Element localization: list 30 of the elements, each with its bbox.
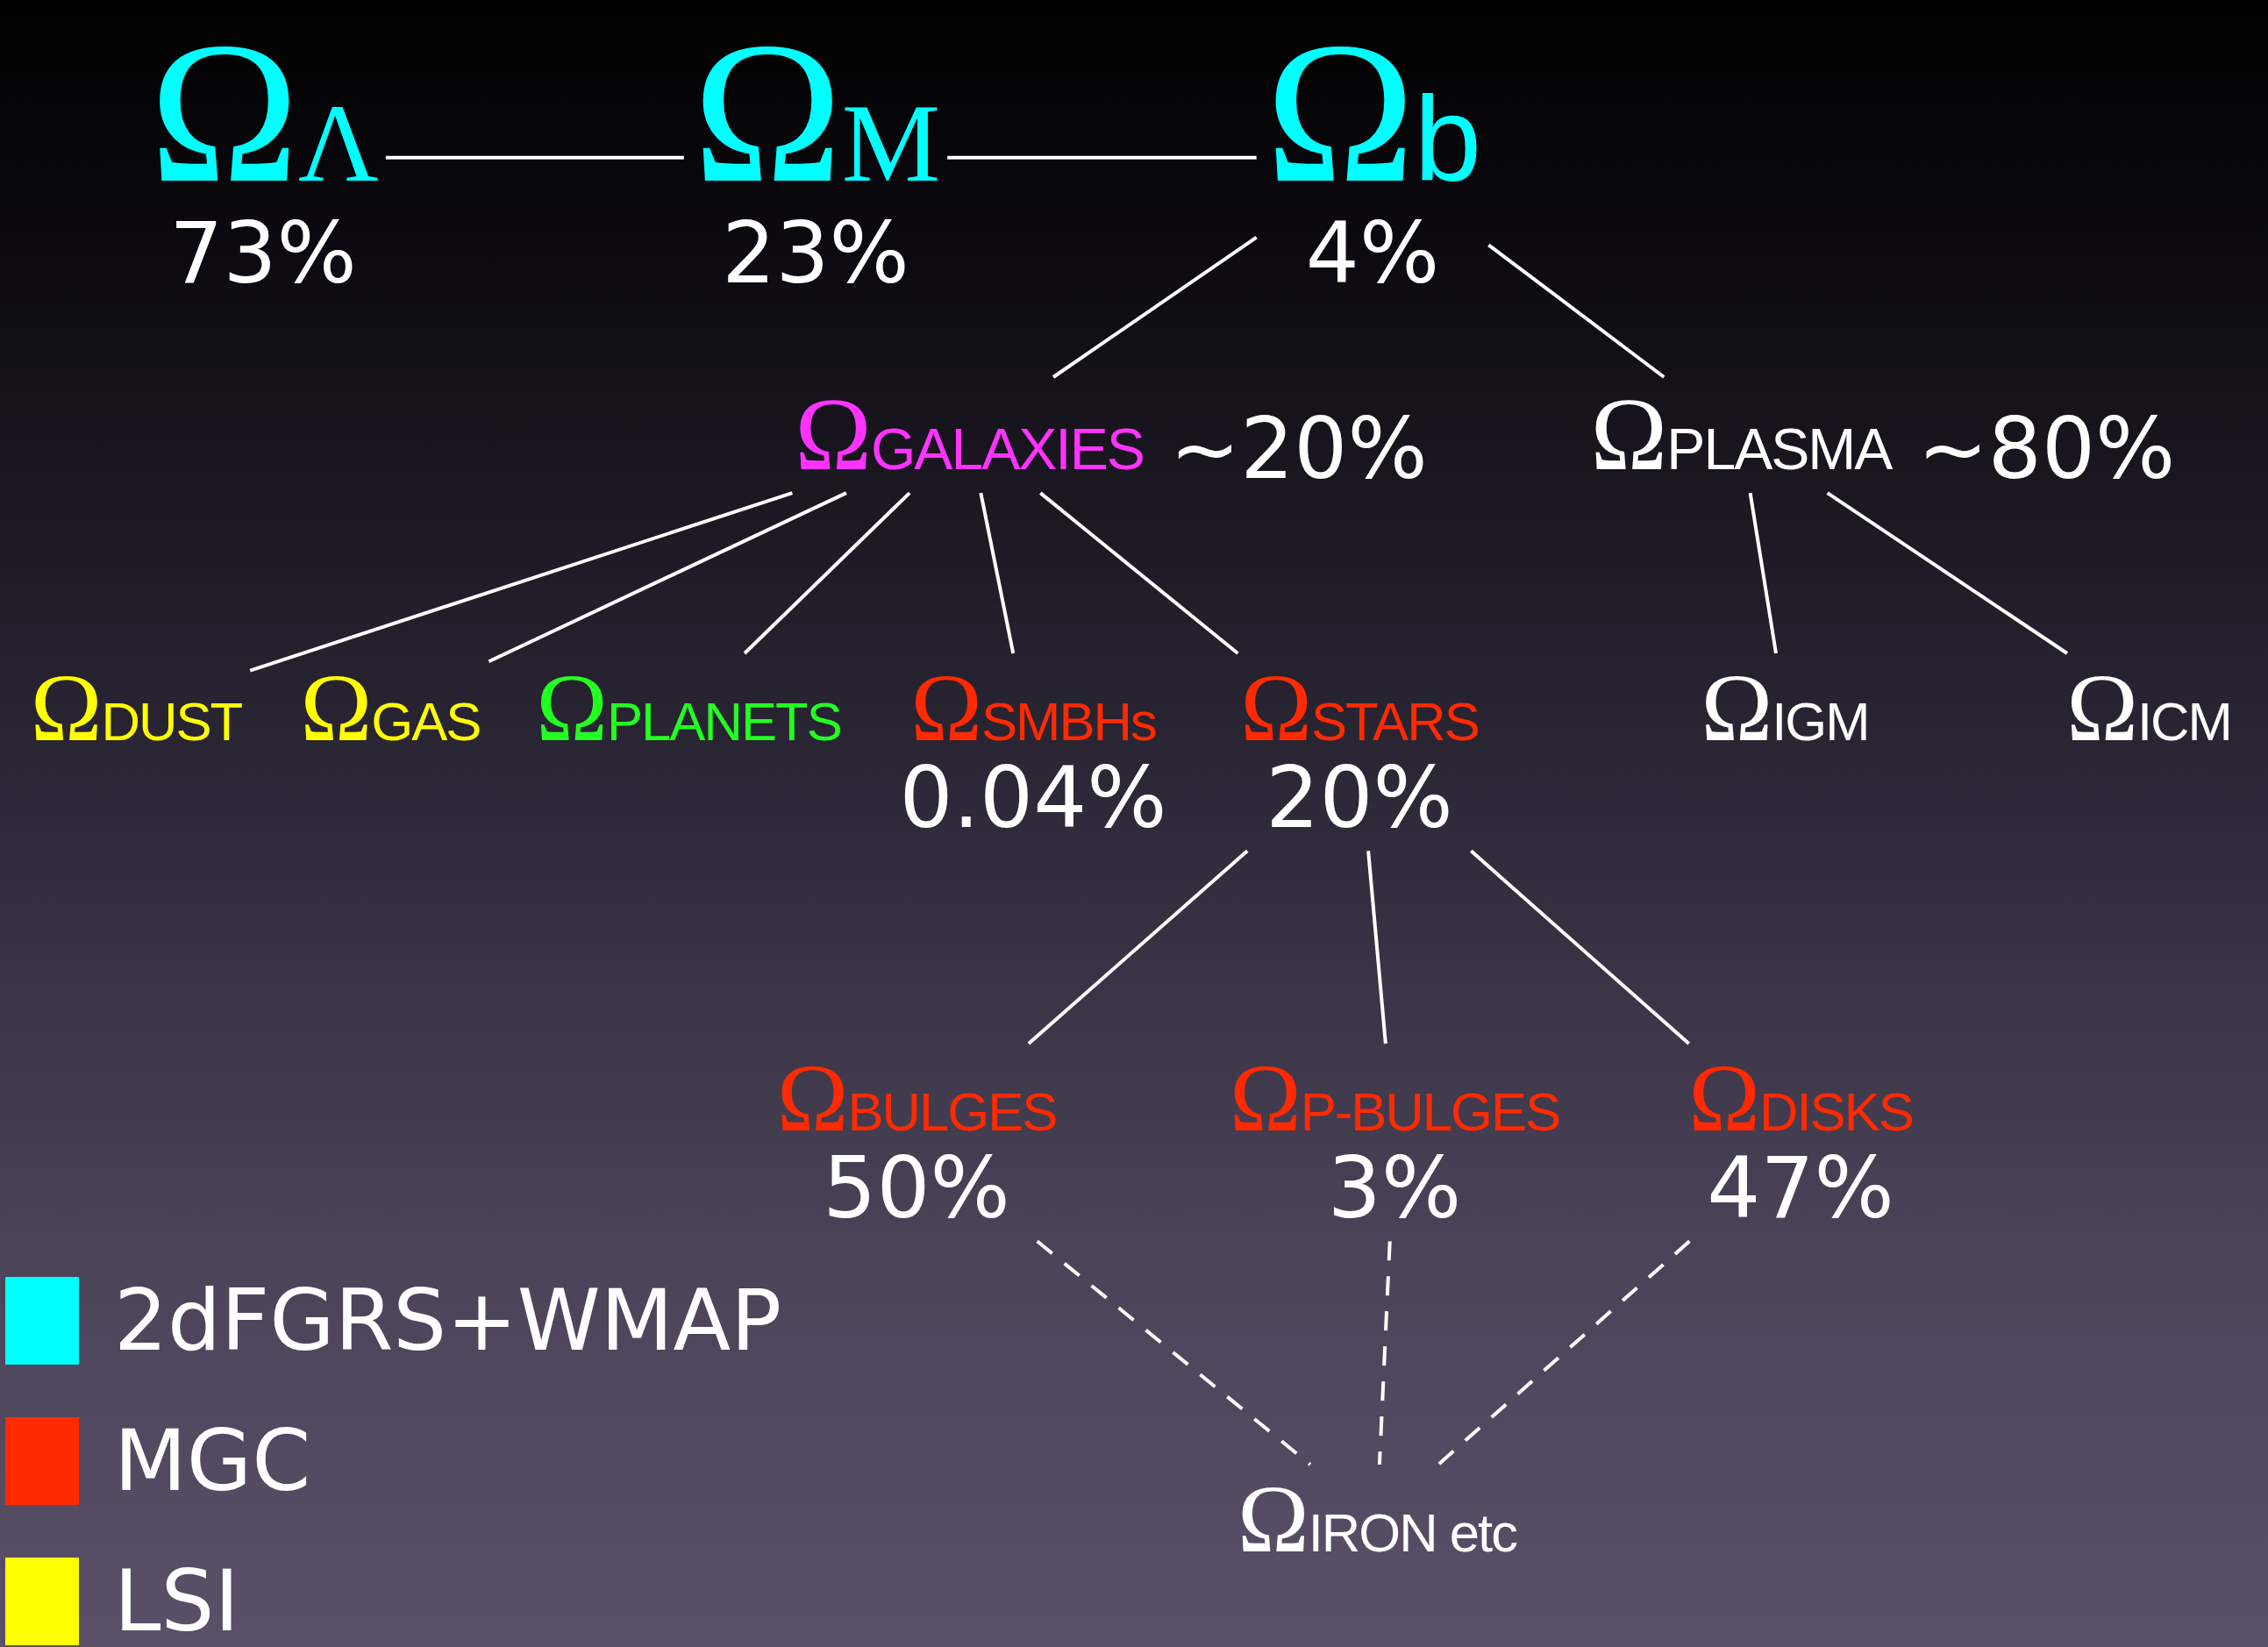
- percentage-label: ~20%: [1169, 406, 1428, 491]
- legend-label: LSI: [114, 1559, 239, 1643]
- percentage-label: 0.04%: [899, 753, 1167, 843]
- connector-line: [385, 155, 684, 160]
- connector-line: [1487, 243, 1665, 379]
- connector-line: [1027, 849, 1249, 1045]
- connector-line: [947, 155, 1257, 160]
- percentage-label: 20%: [1266, 753, 1453, 843]
- connector-line: [1470, 849, 1690, 1045]
- percentage-label: 23%: [722, 209, 909, 298]
- percentage-label: 73%: [169, 209, 357, 298]
- connector-line: [1826, 491, 2069, 655]
- connector-line: [1377, 1241, 1392, 1465]
- connector-line: [743, 491, 911, 655]
- connector-line: [1366, 851, 1387, 1045]
- connector-line: [979, 492, 1016, 654]
- connector-line: [1437, 1239, 1691, 1466]
- percentage-label: 3%: [1327, 1144, 1462, 1233]
- connector-line: [1748, 492, 1778, 654]
- legend-label: 2dFGRS+WMAP: [114, 1279, 781, 1363]
- percentage-label: 47%: [1707, 1144, 1894, 1233]
- percentage-label: 50%: [823, 1144, 1010, 1233]
- percentage-label: 4%: [1305, 209, 1440, 298]
- connector-line: [249, 491, 793, 673]
- connector-line: [1052, 236, 1258, 379]
- legend-label: MGC: [114, 1419, 311, 1503]
- connector-line: [1036, 1239, 1312, 1466]
- connector-line: [488, 491, 847, 664]
- percentage-label: ~80%: [1917, 406, 2176, 491]
- connector-line: [1039, 491, 1239, 655]
